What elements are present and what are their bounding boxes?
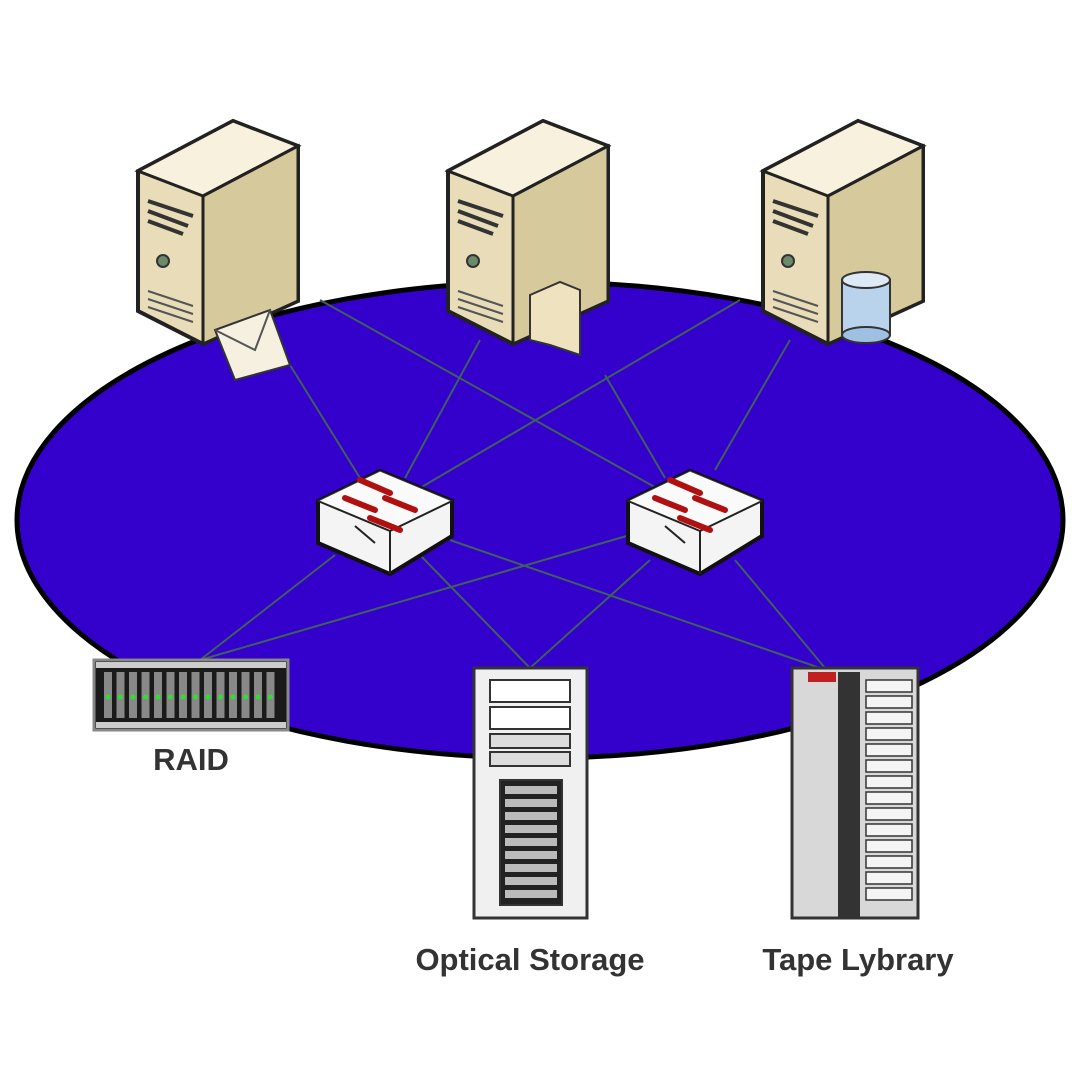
tape-slot <box>865 743 913 757</box>
drive-led <box>143 694 148 700</box>
label-optical-storage: Optical Storage <box>415 942 644 977</box>
disc-slot <box>505 851 557 859</box>
tape-slot <box>865 855 913 869</box>
database-icon <box>841 271 891 344</box>
raid-array <box>92 658 290 732</box>
disc-slot <box>505 812 557 820</box>
tape-slot <box>865 775 913 789</box>
tape-slot <box>865 807 913 821</box>
drive-led <box>118 694 123 700</box>
drive-led <box>105 694 111 700</box>
tape-slot <box>865 695 913 709</box>
file-server <box>446 119 610 357</box>
drive-led <box>155 694 161 700</box>
tape-slot <box>865 839 913 853</box>
optical-storage <box>472 666 589 920</box>
tape-slot <box>865 727 913 741</box>
tape-slot <box>865 791 913 805</box>
mail-server <box>136 119 300 382</box>
disc-slot <box>505 838 557 846</box>
drive-led <box>255 694 261 700</box>
disc-slot <box>505 890 557 898</box>
database-server <box>761 119 925 346</box>
drive-led <box>180 694 186 700</box>
tape-slot <box>865 711 913 725</box>
drive-led <box>230 694 236 700</box>
tape-slot <box>865 887 913 901</box>
drive-led <box>268 694 273 700</box>
tape-library <box>790 666 920 920</box>
drive-led <box>193 694 198 700</box>
folder-icon <box>529 280 581 357</box>
tape-slot <box>865 823 913 837</box>
drive-led <box>243 694 248 700</box>
drive-led <box>168 694 173 700</box>
drive-led <box>218 694 223 700</box>
drive-led <box>130 694 136 700</box>
envelope-icon <box>213 308 292 382</box>
disc-slot <box>505 799 557 807</box>
disc-slot <box>505 786 557 794</box>
network-links <box>199 299 826 669</box>
disc-slot <box>505 825 557 833</box>
tape-slot <box>865 871 913 885</box>
disc-slot <box>505 864 557 872</box>
drive-led <box>205 694 211 700</box>
label-raid: RAID <box>153 742 229 777</box>
label-tape-library: Tape Lybrary <box>762 942 954 977</box>
disc-slot <box>505 877 557 885</box>
tape-slot <box>865 759 913 773</box>
tape-slot <box>865 679 913 693</box>
